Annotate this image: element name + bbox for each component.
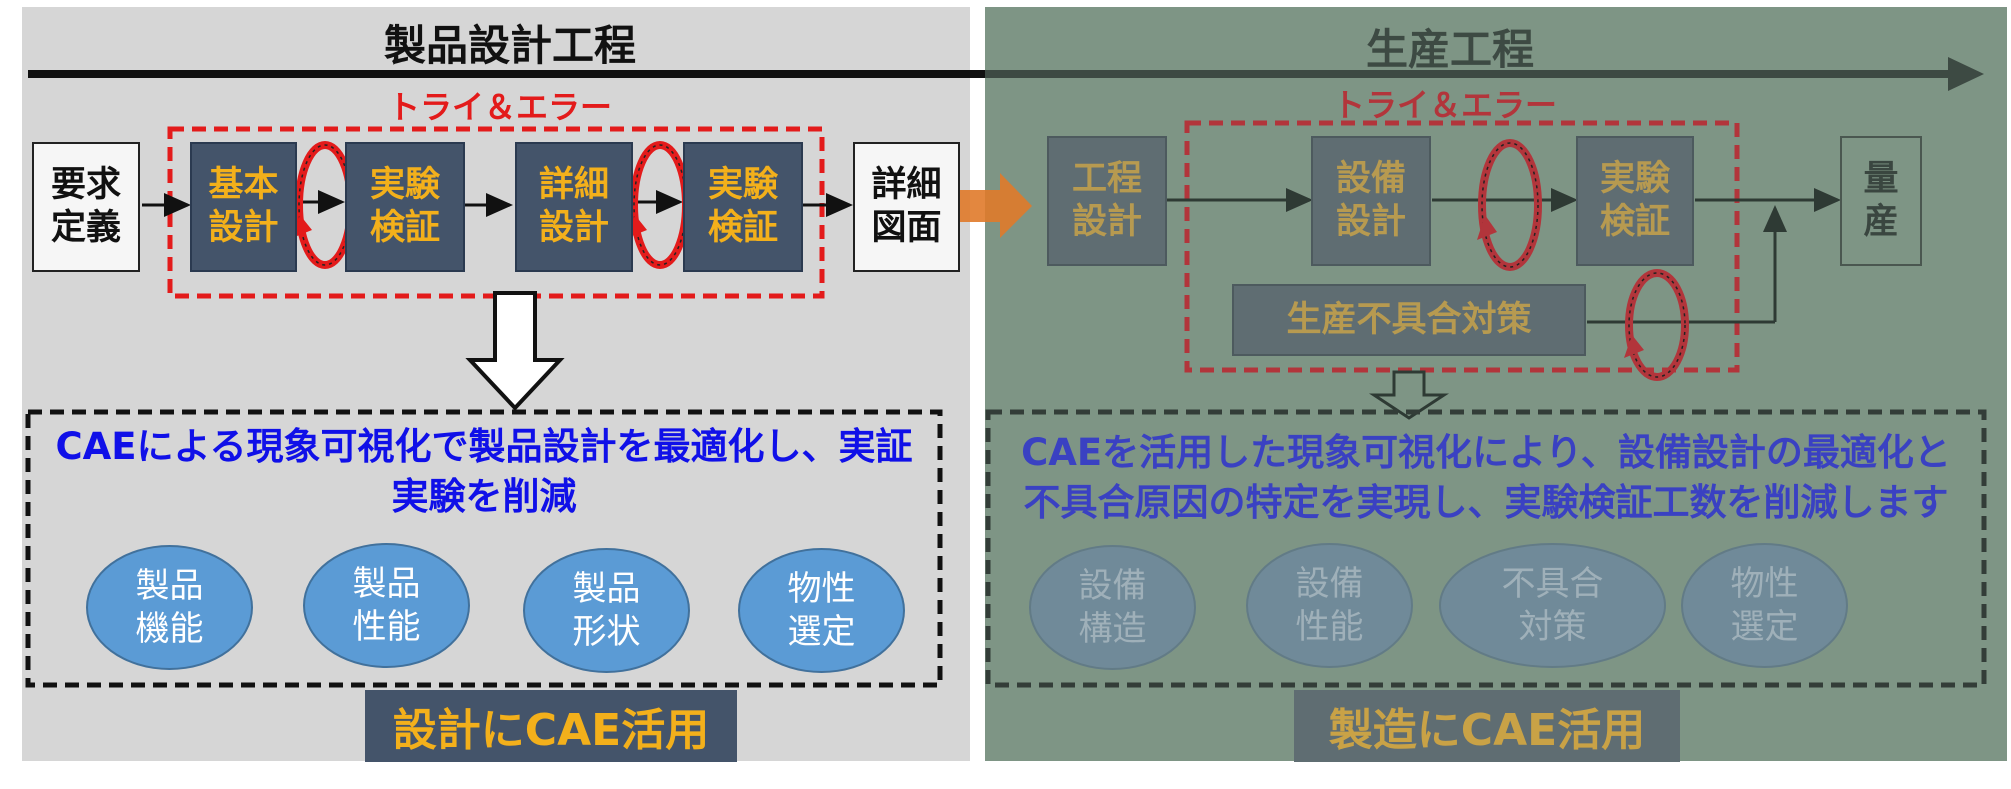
target-label: 機能	[135, 608, 204, 649]
cae-target-material-selection: 物性選定	[738, 548, 905, 673]
summary-line: CAEによる現象可視化で製品設計を最適化し、実証	[55, 425, 913, 468]
step-label: 量	[1863, 159, 1899, 200]
step-label: 定義	[50, 208, 121, 248]
step-label: 図面	[871, 208, 942, 248]
cae-target-equipment-performance: 設備性能	[1246, 543, 1413, 668]
step-label: 工程	[1071, 159, 1142, 200]
transfer-arrow	[960, 173, 1032, 238]
step-label: 産	[1863, 202, 1899, 242]
summary-line: 不具合原因の特定を実現し、実験検証工数を削減します	[1023, 480, 1949, 524]
step-label: 実験	[1599, 159, 1670, 200]
production-summary-text: CAEを活用した現象可視化により、設備設計の最適化と 不具合原因の特定を実現し、…	[986, 428, 1986, 528]
step-requirement-definition: 要求定義	[32, 142, 140, 272]
summary-frame-right	[985, 409, 1987, 688]
step-detailed-design: 詳細設計	[515, 142, 633, 272]
summary-frame-left	[25, 409, 943, 688]
iteration-loop-icon	[1624, 269, 1689, 381]
step-equipment-design: 設備設計	[1311, 136, 1431, 266]
step-label: 設計	[1335, 202, 1406, 242]
step-mass-production: 量産	[1840, 136, 1922, 266]
iteration-loop-icon	[292, 141, 355, 269]
timeline-arrowhead	[1948, 57, 1984, 91]
step-label: 設計	[1071, 202, 1142, 242]
cae-target-product-performance: 製品性能	[303, 543, 470, 668]
target-label: 対策	[1518, 606, 1587, 647]
target-label: 製品	[135, 566, 204, 606]
step-label: 詳細	[538, 165, 609, 206]
target-label: 製品	[352, 564, 421, 604]
step-label: 基本	[208, 165, 279, 206]
cae-target-equipment-structure: 設備構造	[1029, 545, 1196, 670]
design-process-title: 製品設計工程	[383, 21, 636, 70]
down-arrow	[465, 291, 565, 411]
target-label: 設備	[1078, 566, 1147, 606]
step-label: 設備	[1335, 159, 1406, 200]
target-label: 性能	[1295, 606, 1364, 647]
step-label: 要求	[50, 165, 121, 206]
iteration-loop-icon	[1477, 139, 1542, 271]
target-label: 選定	[787, 611, 856, 652]
step-experiment-verification: 実験検証	[345, 142, 465, 272]
step-detailed-drawing: 詳細図面	[853, 142, 960, 272]
production-cae-banner: 製造にCAE活用	[1294, 690, 1680, 762]
trial-frame-right	[1184, 120, 1740, 373]
target-label: 構造	[1078, 608, 1147, 649]
cae-target-product-shape: 製品形状	[523, 548, 690, 673]
target-label: 製品	[572, 569, 641, 609]
step-label: 検証	[707, 208, 778, 248]
target-label: 物性	[1730, 564, 1799, 604]
summary-line: 実験を削減	[391, 474, 577, 518]
step-experiment-verification: 実験検証	[1576, 136, 1694, 266]
cae-target-product-function: 製品機能	[86, 545, 253, 670]
step-label: 設計	[208, 208, 279, 248]
step-label: 検証	[1599, 202, 1670, 242]
step-experiment-verification: 実験検証	[683, 142, 803, 272]
target-label: 設備	[1295, 564, 1364, 604]
target-label: 性能	[352, 606, 421, 647]
cae-target-defect-countermeasure: 不具合対策	[1439, 543, 1666, 668]
step-label: 詳細	[871, 165, 942, 206]
design-cae-banner: 設計にCAE活用	[365, 690, 737, 762]
down-arrow	[1368, 370, 1450, 420]
step-label: 検証	[369, 208, 440, 248]
cae-target-material-selection: 物性選定	[1681, 543, 1848, 668]
step-label: 設計	[538, 208, 609, 248]
target-label: 形状	[572, 611, 641, 652]
summary-line: CAEを活用した現象可視化により、設備設計の最適化と	[1021, 431, 1951, 474]
iteration-loop-icon	[627, 141, 690, 269]
step-label: 実験	[707, 165, 778, 206]
trial-and-error-label: トライ＆エラー	[387, 88, 612, 126]
step-defect-countermeasure: 生産不具合対策	[1232, 284, 1586, 356]
target-label: 選定	[1730, 606, 1799, 647]
target-label: 不具合	[1501, 564, 1604, 604]
target-label: 物性	[787, 569, 856, 609]
step-label: 実験	[369, 165, 440, 206]
step-process-design: 工程設計	[1047, 136, 1167, 266]
design-summary-text: CAEによる現象可視化で製品設計を最適化し、実証 実験を削減	[26, 422, 942, 522]
production-process-title: 生産工程	[1365, 25, 1534, 74]
trial-and-error-label: トライ＆エラー	[1332, 86, 1557, 124]
step-basic-design: 基本設計	[190, 142, 297, 272]
